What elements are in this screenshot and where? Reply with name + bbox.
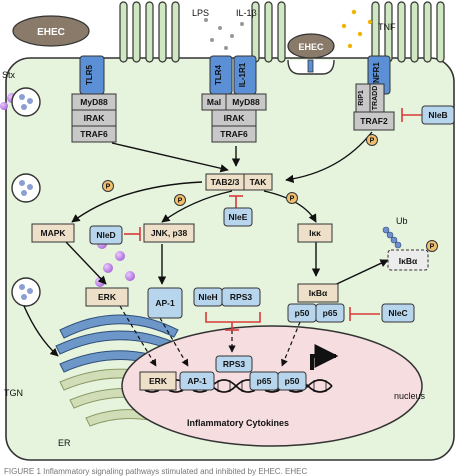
ehec-bacterium-mid: EHEC xyxy=(287,33,335,59)
myd88-b-label: MyD88 xyxy=(232,97,260,107)
receptor-tlr5: TLR5 xyxy=(79,55,105,95)
jnk-box xyxy=(143,223,195,243)
nlee-box xyxy=(223,207,253,227)
tf-boxes: AP-1 p50 p65 RPS3 xyxy=(147,287,345,323)
phospho-ikba: P xyxy=(430,244,435,251)
irak-a-label: IRAK xyxy=(84,113,106,123)
phospho-jnk-path: P xyxy=(178,198,183,205)
tnfr1-label: TNFR1 xyxy=(372,62,381,88)
tnf-label: TNF xyxy=(378,22,396,32)
effectors: NleB NleE NleD NleH NleC xyxy=(89,105,455,323)
traf6-b-label: TRAF6 xyxy=(220,129,248,139)
nuc-rps3-box xyxy=(215,355,253,373)
p65-label: p65 xyxy=(323,308,338,318)
tlr4-label: TLR4 xyxy=(214,64,223,85)
ikk-box xyxy=(297,223,333,243)
nuc-ap1-label: AP-1 xyxy=(187,376,207,386)
nucleus-label: nucleus xyxy=(394,391,426,401)
ehec-bacterium-top: EHEC xyxy=(12,15,90,47)
ikk-label: Iκκ xyxy=(309,228,321,238)
tlr5-label: TLR5 xyxy=(85,64,94,85)
ub-ikba: IκBα Ub xyxy=(382,216,429,271)
nlee-label: NleE xyxy=(229,212,248,222)
nuc-p50-box xyxy=(277,371,307,391)
ap1-label: AP-1 xyxy=(155,298,175,308)
mapk-box xyxy=(31,223,75,243)
nleb-label: NleB xyxy=(428,110,447,120)
arrows xyxy=(23,131,389,357)
lps-label: LPS xyxy=(192,8,209,18)
nuclear-factors: RPS3 ERK AP-1 p65 p50 xyxy=(139,355,307,391)
mapk-label: MAPK xyxy=(40,228,66,238)
p65-box xyxy=(315,303,345,323)
tgn-label: TGN xyxy=(4,388,23,398)
tnf-dots xyxy=(341,9,373,49)
phospho-badges: P P P P P xyxy=(102,134,438,252)
ikba-box xyxy=(297,283,339,303)
mal-label: Mal xyxy=(207,97,221,107)
traf6-box-b xyxy=(211,125,257,143)
dashed-arrows xyxy=(119,305,301,367)
receptor-tlr4: TLR4 xyxy=(209,55,233,95)
nleh-box xyxy=(193,287,223,307)
ub-label: Ub xyxy=(396,216,408,226)
il1r1-label: IL-1R1 xyxy=(238,62,247,87)
traf2-label: TRAF2 xyxy=(360,116,388,126)
nleb-box xyxy=(421,105,455,125)
nled-label: NleD xyxy=(96,230,115,240)
nlec-label: NleC xyxy=(388,308,407,318)
kinases: TAB2/3 TAK MAPK JNK, p38 Iκκ ERK IκBα xyxy=(31,173,339,307)
ehec-top-label: EHEC xyxy=(37,27,65,38)
microvilli xyxy=(119,1,445,63)
receptor-il1r1: IL-1R1 xyxy=(233,55,257,95)
stx-label: Stx xyxy=(2,70,16,80)
nuc-erk-box xyxy=(139,371,177,391)
ikba-ub-label: IκBα xyxy=(399,256,418,266)
traf6-a-label: TRAF6 xyxy=(80,129,108,139)
nuc-p65-label: p65 xyxy=(257,376,272,386)
ehec-mid-label: EHEC xyxy=(298,42,324,52)
ikba-label: IκBα xyxy=(309,288,328,298)
ap1-box xyxy=(147,287,183,319)
ubiquitin-chain xyxy=(382,226,402,249)
tak-label: TAK xyxy=(250,177,268,187)
rip1-label: RIP1 xyxy=(358,90,365,106)
erk-box xyxy=(85,287,129,307)
inflammatory-cytokines-label: Inflammatory Cytokines xyxy=(187,418,289,428)
myd88-a-label: MyD88 xyxy=(80,97,108,107)
nuc-ap1-box xyxy=(179,371,215,391)
nlec-box xyxy=(381,303,415,323)
p50-label: p50 xyxy=(295,308,310,318)
lps-dots xyxy=(204,18,244,50)
adaptors: MyD88 IRAK TRAF6 Mal MyD88 IRAK TRAF6 RI… xyxy=(71,83,395,143)
er-label: ER xyxy=(58,438,71,448)
phospho-traf2: P xyxy=(370,138,375,145)
figure-caption: FIGURE 1 Inflammatory signaling pathways… xyxy=(4,467,307,476)
irak-b-label: IRAK xyxy=(224,113,246,123)
nuc-rps3-label: RPS3 xyxy=(223,359,245,369)
tak-box xyxy=(243,173,273,191)
phospho-ikk-path: P xyxy=(290,196,295,203)
rps3-label: RPS3 xyxy=(230,292,252,302)
jnk-label: JNK, p38 xyxy=(151,228,188,238)
erk-label: ERK xyxy=(98,292,117,302)
stx-vesicles xyxy=(0,87,135,307)
nuc-erk-label: ERK xyxy=(149,376,168,386)
traf6-box-a xyxy=(71,125,117,143)
nled-box xyxy=(89,225,123,245)
traf2-box xyxy=(353,111,395,131)
tradd-label: TRADD xyxy=(372,86,379,111)
il1b-label: IL-1β xyxy=(236,8,257,18)
tir-post xyxy=(307,59,314,73)
phospho-mapk-path: P xyxy=(106,184,111,191)
nuc-p50-label: p50 xyxy=(285,376,300,386)
tab23-label: TAB2/3 xyxy=(211,177,240,187)
transcription-arrow xyxy=(310,344,339,370)
nleh-label: NleH xyxy=(198,292,217,302)
